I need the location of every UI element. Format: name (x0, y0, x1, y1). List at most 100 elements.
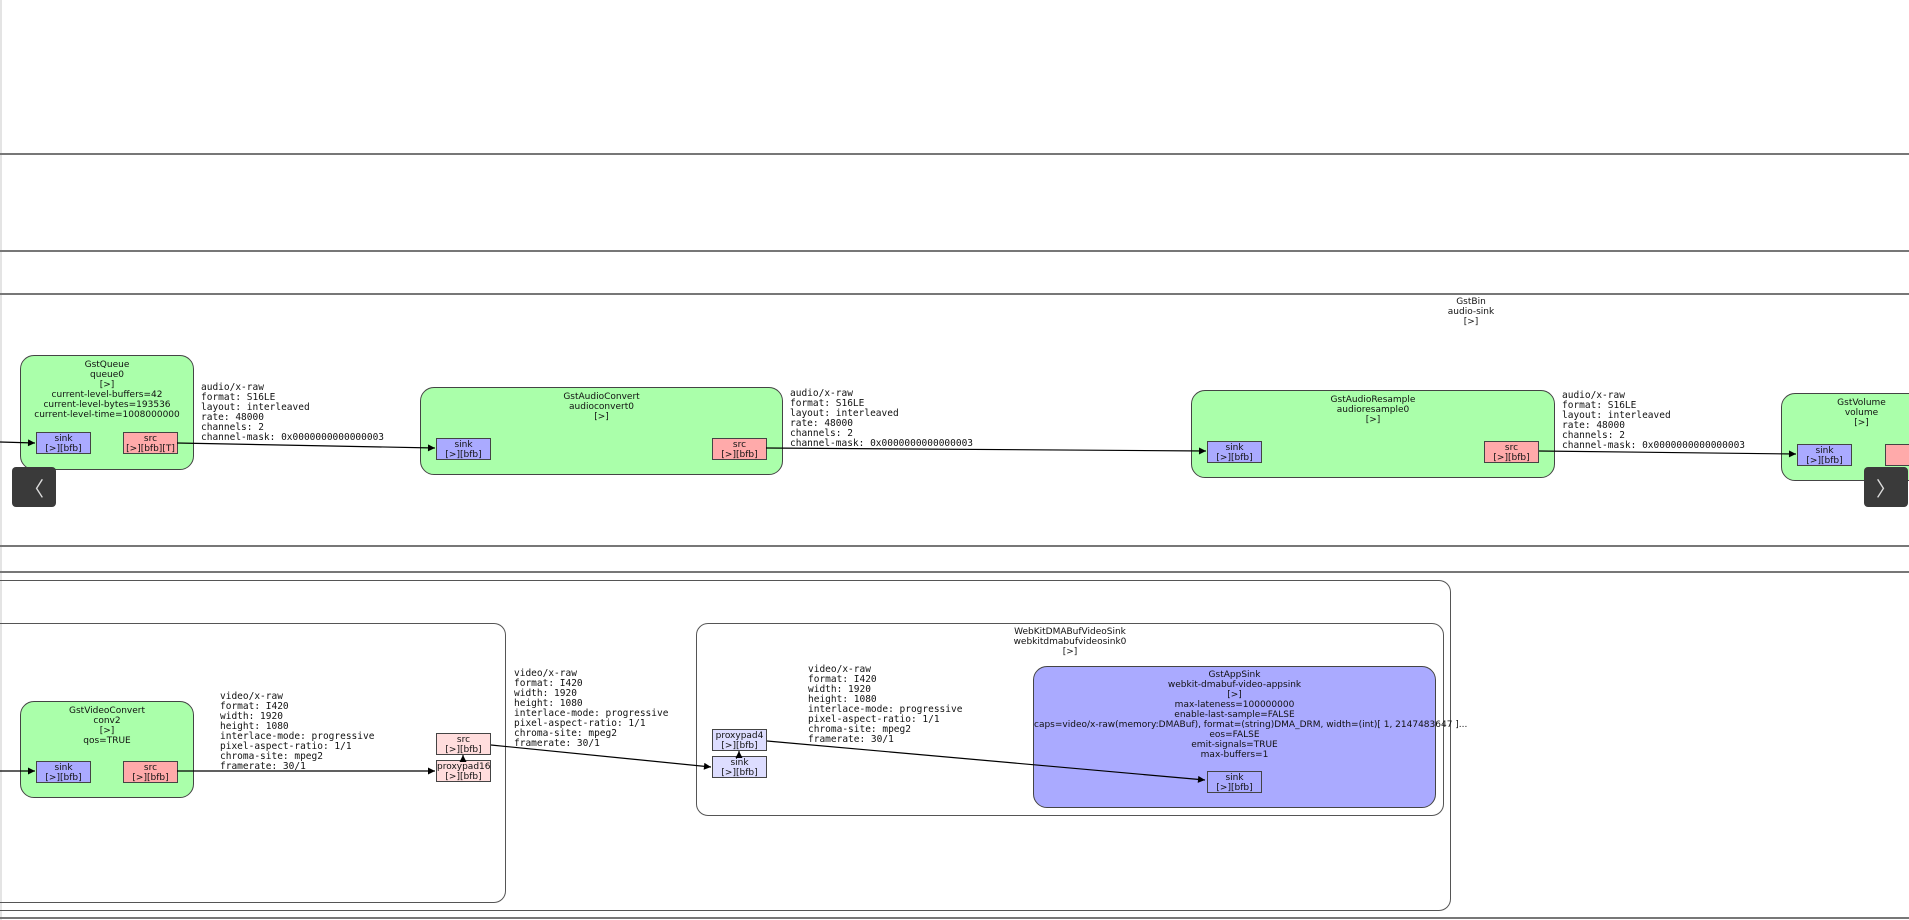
cluster-boundary-line (0, 293, 1909, 295)
src-pad[interactable]: s [>][] (1885, 444, 1909, 466)
viewer-left-edge (0, 0, 2, 920)
pad-name: src (143, 434, 158, 444)
element-type: GstAudioConvert (563, 392, 640, 402)
audio-sink-bin-label: GstBin audio-sink [>] (1400, 297, 1542, 327)
bin-name: webkitdmabufvideosink0 (1013, 637, 1127, 647)
src-pad[interactable]: src [>][bfb] (1484, 441, 1539, 463)
element-name: volume (1844, 408, 1879, 418)
element-queue0[interactable]: GstQueue queue0 [>] current-level-buffer… (20, 355, 194, 470)
pad-name: proxypad4 (715, 731, 764, 741)
element-title: GstAppSink webkit-dmabuf-video-appsink [… (1034, 670, 1468, 760)
element-state: [>] (594, 412, 609, 422)
element-prop: caps=video/x-raw(memory:DMABuf), format=… (1034, 720, 1468, 730)
pad-flags: [>][bfb] (721, 768, 758, 778)
element-prop: current-level-buffers=42 (51, 390, 163, 400)
element-name: audioresample0 (1336, 405, 1410, 415)
ghost-sink-pad[interactable]: sink [>][bfb] (712, 756, 767, 778)
element-audioresample0[interactable]: GstAudioResample audioresample0 [>] sink… (1191, 390, 1555, 478)
link-queue0-audioconvert0 (176, 442, 436, 452)
pad-flags: [>][bfb] (721, 741, 758, 751)
element-title: GstQueue queue0 [>] current-level-buffer… (21, 360, 193, 420)
sink-pad[interactable]: sink [>][bfb] (1207, 771, 1262, 793)
proxypad4[interactable]: proxypad4 [>][bfb] (712, 729, 767, 751)
pad-flags: [>][bfb] (45, 444, 82, 454)
src-pad[interactable]: src [>][bfb] (712, 438, 767, 460)
pad-name: s (1886, 446, 1909, 456)
element-prop: max-lateness=100000000 (1174, 700, 1295, 710)
element-title: GstAudioResample audioresample0 [>] (1192, 395, 1554, 425)
element-state: [>] (1227, 690, 1242, 700)
bin-state: [>] (1062, 647, 1078, 657)
previous-button[interactable]: 〈 (12, 467, 56, 507)
pad-flags: [>][bfb] (1493, 453, 1530, 463)
pad-name: src (143, 763, 158, 773)
video-caps-label: video/x-raw format: I420 width: 1920 hei… (220, 691, 375, 772)
element-title: GstAudioConvert audioconvert0 [>] (421, 392, 782, 422)
element-prop: current-level-bytes=193536 (43, 400, 171, 410)
pad-flags: [>][bfb] (132, 773, 169, 783)
pad-flags: [>][bfb] (445, 772, 482, 782)
element-title: GstVideoConvert conv2 [>] qos=TRUE (21, 706, 193, 746)
proxypad16[interactable]: proxypad16 [>][bfb] (436, 760, 491, 782)
bin-type: GstBin (1456, 297, 1486, 307)
cluster-boundary-line (0, 545, 1909, 547)
sink-pad[interactable]: sink [>][bfb] (436, 438, 491, 460)
element-prop: eos=FALSE (1209, 730, 1260, 740)
pad-name: sink (1815, 446, 1834, 456)
video-sink-bin-label: WebKitDMABufVideoSink webkitdmabufvideos… (697, 627, 1443, 657)
pad-name: sink (54, 434, 73, 444)
element-name: queue0 (90, 370, 124, 380)
element-prop: enable-last-sample=FALSE (1174, 710, 1295, 720)
element-prop: current-level-time=1008000000 (34, 410, 180, 420)
element-title: GstVolume volume [>] (1774, 398, 1909, 428)
element-type: GstAudioResample (1330, 395, 1416, 405)
pad-name: sink (1225, 773, 1244, 783)
pad-name: src (732, 440, 747, 450)
element-type: GstQueue (84, 360, 130, 370)
pad-flags: [>][bfb] (45, 773, 82, 783)
link-audioresample0-volume (1538, 450, 1797, 458)
element-prop: emit-signals=TRUE (1191, 740, 1278, 750)
pad-name: src (1504, 443, 1519, 453)
src-pad[interactable]: src [>][bfb] (123, 761, 178, 783)
pad-flags: [>][bfb] (445, 450, 482, 460)
sink-pad[interactable]: sink [>][bfb] (1207, 441, 1262, 463)
bin-name: audio-sink (1447, 307, 1495, 317)
sink-pad[interactable]: sink [>][bfb] (1797, 444, 1852, 466)
element-prop: qos=TRUE (83, 736, 131, 746)
pad-flags: [>][] (1886, 456, 1909, 466)
pad-flags: [>][bfb] (1216, 453, 1253, 463)
element-name: audioconvert0 (569, 402, 634, 412)
pad-name: src (456, 735, 471, 745)
sink-pad[interactable]: sink [>][bfb] (36, 432, 91, 454)
element-conv2[interactable]: GstVideoConvert conv2 [>] qos=TRUE sink … (20, 701, 194, 798)
sink-pad[interactable]: sink [>][bfb] (36, 761, 91, 783)
bin-type: WebKitDMABufVideoSink (1014, 627, 1126, 637)
cluster-boundary-line (0, 917, 1909, 919)
element-name: webkit-dmabuf-video-appsink (1167, 680, 1302, 690)
cluster-boundary-line (0, 571, 1909, 573)
element-type: GstVideoConvert (69, 706, 145, 716)
cluster-boundary-line (0, 153, 1909, 155)
audio-caps-label: audio/x-raw format: S16LE layout: interl… (201, 382, 385, 443)
pad-name: sink (454, 440, 473, 450)
next-button[interactable]: 〉 (1864, 467, 1908, 507)
pad-flags: [>][bfb][T] (126, 444, 175, 454)
element-type: GstAppSink (1208, 670, 1261, 680)
src-pad[interactable]: src [>][bfb][T] (123, 432, 178, 454)
video-caps-label: video/x-raw format: I420 width: 1920 hei… (808, 664, 963, 745)
ghost-src-pad[interactable]: src [>][bfb] (436, 733, 491, 755)
video-sink-bin: WebKitDMABufVideoSink webkitdmabufvideos… (696, 623, 1444, 816)
element-state: [>] (1854, 418, 1869, 428)
video-outer-bin (0, 580, 1451, 911)
bin-state: [>] (1463, 317, 1479, 327)
element-audioconvert0[interactable]: GstAudioConvert audioconvert0 [>] sink [… (420, 387, 783, 475)
element-appsink[interactable]: GstAppSink webkit-dmabuf-video-appsink [… (1033, 666, 1468, 808)
video-caps-label: video/x-raw format: I420 width: 1920 hei… (514, 668, 669, 749)
pad-name: sink (54, 763, 73, 773)
pad-flags: [>][bfb] (1806, 456, 1843, 466)
audio-caps-label: audio/x-raw format: S16LE layout: interl… (1562, 390, 1746, 451)
pad-flags: [>][bfb] (1216, 783, 1253, 793)
pad-name: sink (730, 758, 749, 768)
element-volume[interactable]: GstVolume volume [>] sink [>][bfb] s [>]… (1781, 393, 1909, 481)
